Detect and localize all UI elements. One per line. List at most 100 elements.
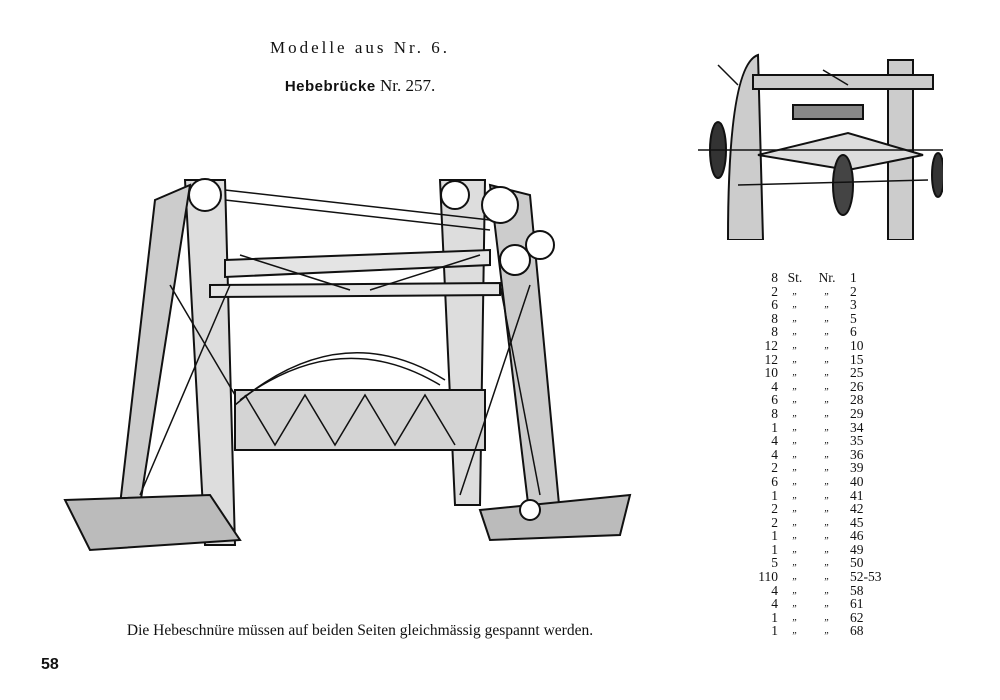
page-number: 58 [41,656,59,673]
part-unit: „ [792,598,798,610]
part-number: 5 [850,310,857,326]
part-unit: „ [792,584,798,596]
parts-list-row: 4 „ „ 58 [748,584,890,598]
parts-list-row: 1 „ „ 62 [748,611,890,625]
part-quantity: 4 [771,433,778,449]
part-quantity: 2 [771,460,778,476]
part-quantity: 8 [771,324,778,340]
part-nr-label: „ [824,557,830,569]
part-quantity: 4 [771,378,778,394]
part-quantity: 12 [764,337,779,353]
part-unit: „ [792,530,798,542]
part-nr-label: „ [824,448,830,460]
parts-list-row: 6„„40 [748,475,890,489]
part-number: 39 [850,460,864,476]
part-nr-label: „ [824,339,830,351]
parts-list-row: 2„„2 [748,283,890,299]
part-unit: „ [792,380,798,392]
part-nr-label: „ [824,353,830,365]
part-unit: „ [792,353,798,365]
part-nr-label: „ [824,543,830,555]
part-nr-label: „ [824,367,830,379]
part-number: 3 [850,297,857,313]
model-title: Hebebrücke Nr. 257. [200,76,520,96]
part-nr-label: „ [824,489,830,501]
part-unit: „ [792,557,798,569]
part-quantity: 2 [771,501,778,517]
parts-list-row: 1„„46 [748,529,890,543]
part-number: 41 [850,487,864,503]
part-unit: St. [787,270,803,285]
parts-list-row: 4 „ „ 35 [748,434,890,448]
parts-list-row: 4 „ „ 26 [748,380,890,394]
part-quantity: 1 [771,609,778,625]
part-quantity: 2 [771,514,778,530]
parts-list-row: 8„„6 [748,325,890,339]
parts-list-row: 6„„28 [748,393,890,407]
part-quantity: 1 [771,419,778,435]
part-number: 45 [850,514,864,530]
part-number: 34 [850,419,864,435]
part-quantity: 4 [771,446,778,462]
part-number: 68 [850,623,864,639]
parts-list-row: 12 „ „ 10 [748,339,890,353]
parts-list-row: 8„„5 [748,312,890,326]
gear-detail-illustration [698,45,943,240]
part-nr-label: „ [824,611,830,623]
part-unit: „ [792,435,798,447]
part-number: 10 [850,337,864,353]
part-unit: „ [792,339,798,351]
part-unit: „ [792,407,798,419]
parts-list-row: 110„„52-53 [748,570,890,584]
parts-list-row: 2„„39 [748,461,890,475]
parts-list-row: 4„„36 [748,448,890,462]
part-quantity: 1 [771,528,778,544]
part-quantity: 2 [771,283,778,299]
part-nr-label: Nr. [818,270,836,285]
part-nr-label: „ [824,503,830,515]
part-number: 6 [850,324,857,340]
part-quantity: 8 [771,405,778,421]
part-unit: „ [792,421,798,433]
parts-list-row: 2 „ „ 42 [748,502,890,516]
parts-list-row: 2„„45 [748,516,890,530]
part-nr-label: „ [824,516,830,528]
part-nr-label: „ [824,584,830,596]
part-unit: „ [792,367,798,379]
part-number: 35 [850,433,864,449]
part-quantity: 12 [764,351,779,367]
part-nr-label: „ [824,435,830,447]
part-quantity: 1 [771,623,778,639]
part-nr-label: „ [824,421,830,433]
part-nr-label: „ [824,625,830,637]
part-unit: „ [792,448,798,460]
part-unit: „ [792,611,798,623]
parts-list-row: 12„„15 [748,351,890,367]
part-quantity: 6 [771,473,778,489]
part-unit: „ [792,285,798,297]
part-number: 49 [850,541,864,557]
part-nr-label: „ [824,326,830,338]
part-number: 25 [850,365,864,381]
part-nr-label: „ [824,380,830,392]
part-unit: „ [792,503,798,515]
part-quantity: 4 [771,582,778,598]
part-nr-label: „ [824,312,830,324]
part-nr-label: „ [824,394,830,406]
parts-list-row: 1„„49 [748,543,890,557]
part-number: 62 [850,609,864,625]
part-number: 58 [850,582,864,598]
part-quantity: 1 [771,487,778,503]
part-nr-label: „ [824,571,830,583]
part-number: 61 [850,596,864,612]
parts-list-row: 1„„41 [748,487,890,503]
parts-list-row: 8„„29 [748,407,890,421]
part-number: 42 [850,501,864,517]
lifting-bridge-illustration [63,178,632,552]
part-nr-label: „ [824,407,830,419]
part-number: 26 [850,378,864,394]
part-nr-label: „ [824,285,830,297]
part-quantity: 4 [771,596,778,612]
parts-list-row: 5„„50 [748,556,890,570]
